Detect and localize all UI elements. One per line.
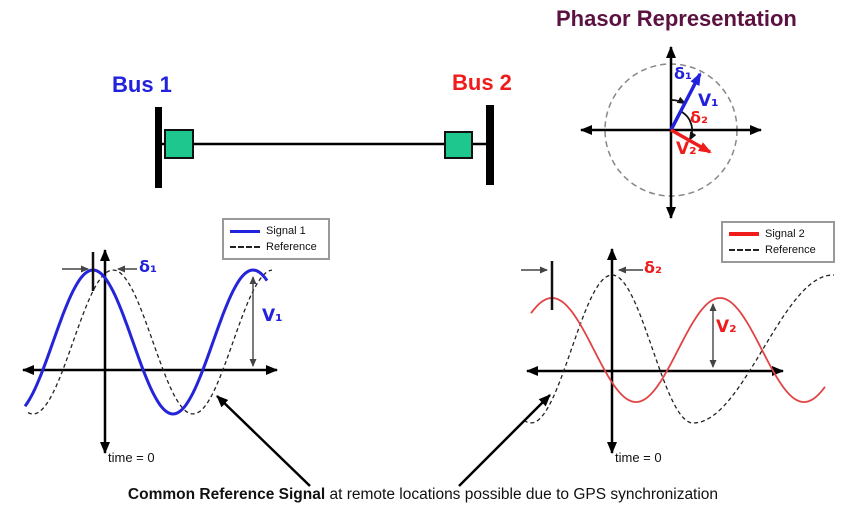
caption-bold-text: Common Reference Signal [127,486,326,503]
reference-curve-left [27,269,273,415]
phasor-v2-label: V₂ [676,139,697,159]
phasor-v1-label: V₁ [698,91,719,111]
bus2-bar [486,105,494,185]
reference-legend-label: Reference [765,243,816,256]
signal1-legend-label: Signal 1 [266,225,306,238]
signal2-amplitude-label: V₂ [716,317,737,337]
pmu-box-bus1 [164,129,194,159]
signal1-time-zero-label: time = 0 [108,450,155,465]
bus2-label: Bus 2 [452,70,512,95]
legend-row: Reference [729,244,827,256]
signal1-curve [23,268,269,416]
signal2-legend: Signal 2 Reference [721,221,835,263]
phasor-delta2-label: δ₂ [690,108,708,127]
pmu-box-bus2 [444,131,473,159]
signal2-plot [521,248,834,454]
signal2-line-swatch [729,232,759,237]
caption-rest-text: at remote locations possible due to GPS … [325,486,719,503]
reference-line-swatch [729,248,759,251]
reference-legend-label: Reference [266,240,317,253]
phasor-delta1-label: δ₁ [674,64,692,83]
signal1-amplitude-label: V₁ [262,306,283,326]
signal2-legend-label: Signal 2 [765,228,805,241]
signal1-legend: Signal 1 Reference [222,218,330,260]
bus-one-line-diagram [155,105,494,188]
legend-row: Signal 2 [729,228,827,240]
signal1-plot [22,249,278,454]
legend-row: Reference [230,241,322,253]
signal2-delta-label: δ₂ [644,258,662,277]
phasor-diagram [580,46,762,219]
signal1-delta-label: δ₁ [139,257,157,276]
legend-row: Signal 1 [230,225,322,237]
bus1-label: Bus 1 [112,72,172,97]
signal2-curve [530,297,826,403]
callout-arrow-right [458,394,551,487]
reference-curve-right [523,274,834,424]
v2-phasor-vector [670,128,712,154]
reference-line-swatch [230,245,260,248]
bus1-bar [155,107,162,188]
delta2-angle-arc [680,110,697,142]
signal1-line-swatch [230,229,260,233]
callout-arrow-left [216,395,311,487]
page-title: Phasor Representation [556,6,797,31]
signal2-time-zero-label: time = 0 [615,450,662,465]
v1-phasor-vector [669,72,702,131]
caption: Common Reference Signal at remote locati… [0,486,846,504]
